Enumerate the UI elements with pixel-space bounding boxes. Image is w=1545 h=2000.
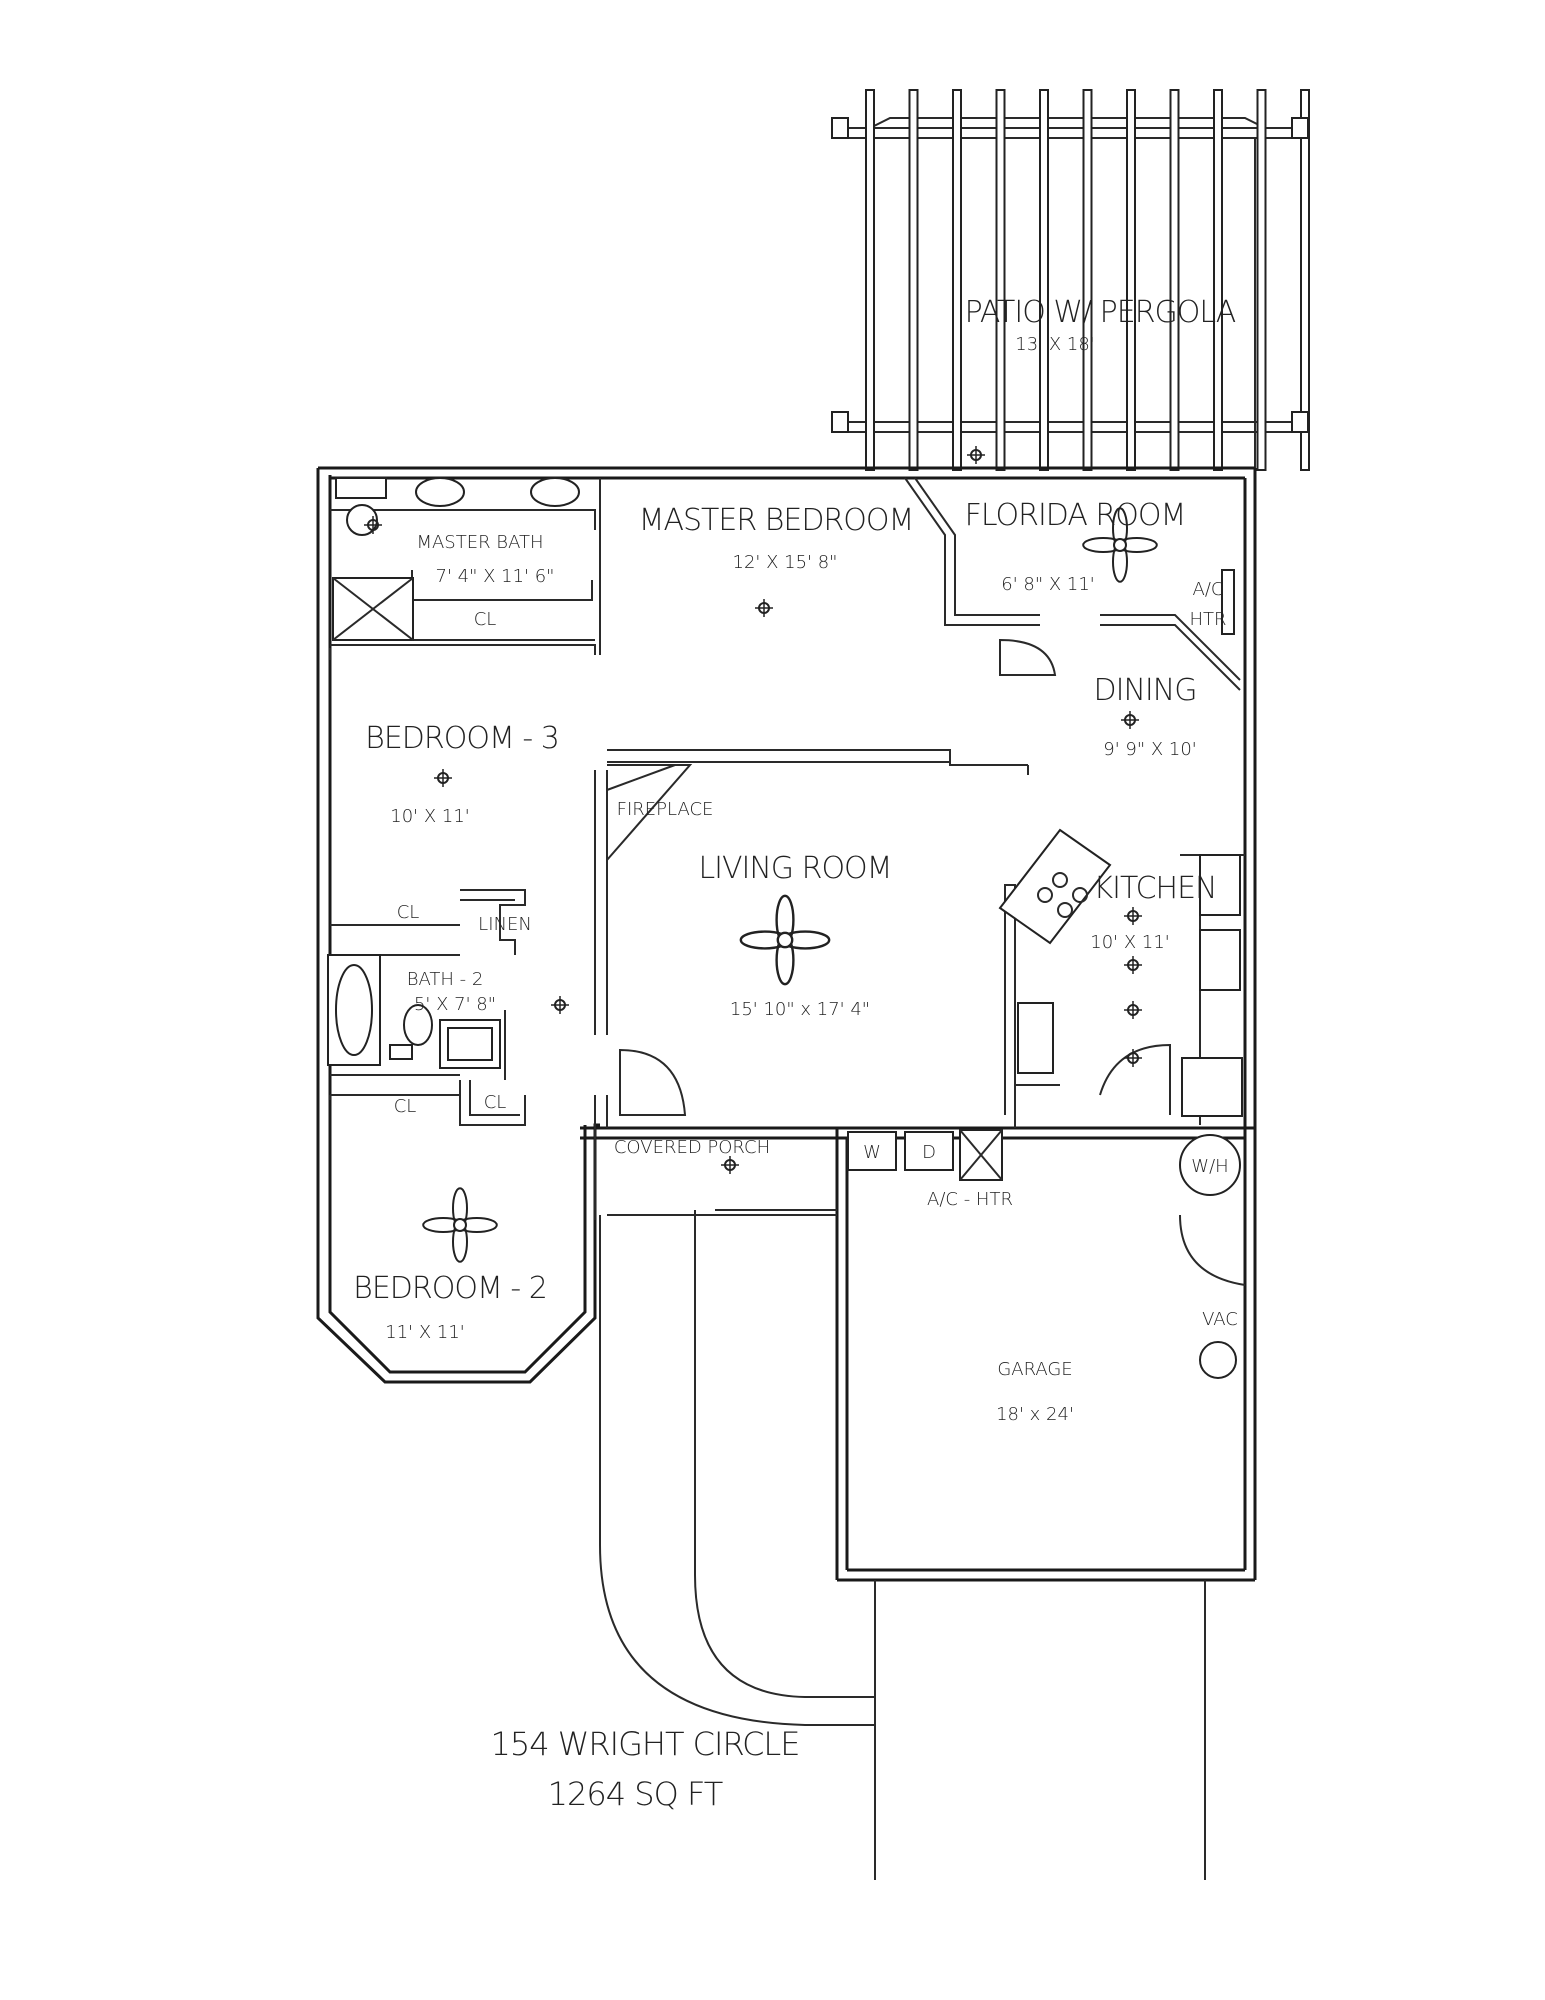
ceiling-light-icon <box>551 996 569 1014</box>
range-island <box>998 828 1112 945</box>
fireplace-label: FIREPLACE <box>617 799 714 820</box>
driveway <box>599 1210 1206 1880</box>
toilet-tank <box>335 477 387 499</box>
ceiling-light-icon <box>1124 956 1142 974</box>
pergola-rafter <box>1039 89 1049 471</box>
pergola-post <box>831 411 849 433</box>
closet-label-mb: CL <box>474 609 497 630</box>
pergola-rafter <box>1169 89 1180 471</box>
square-footage: 1264 SQ FT <box>548 1775 723 1813</box>
vac-label: VAC <box>1202 1309 1238 1330</box>
ceiling-light-icon <box>755 599 773 617</box>
patio-size: 13' X 18' <box>1015 334 1094 355</box>
address-line: 154 WRIGHT CIRCLE <box>491 1725 800 1763</box>
dishwasher <box>1181 1057 1243 1117</box>
closet-label-b3: CL <box>397 902 420 923</box>
master-bedroom-label: MASTER BEDROOM <box>639 503 914 538</box>
sink-2 <box>530 477 580 507</box>
linen-label: LINEN <box>478 914 532 935</box>
ceiling-lights <box>364 446 1142 1174</box>
door-arc <box>619 1048 687 1116</box>
bath2-toilet <box>403 1004 433 1046</box>
pergola-rafter <box>865 89 875 471</box>
ceiling-light-icon <box>967 446 985 464</box>
ceiling-light-icon <box>364 516 382 534</box>
garage-size: 18' x 24' <box>996 1404 1074 1425</box>
kitchen-size: 10' X 11' <box>1090 932 1169 953</box>
interior-walls <box>329 477 1245 1220</box>
washer-label: W <box>863 1142 881 1163</box>
florida-room-label: FLORIDA ROOM <box>965 498 1186 533</box>
closet-label-b2: CL <box>394 1096 417 1117</box>
ceiling-light-icon <box>721 1156 739 1174</box>
counter <box>1199 854 1241 916</box>
pergola-rafter <box>995 89 1006 471</box>
water-heater-label: W/H <box>1191 1156 1228 1177</box>
pergola-rafter <box>1256 89 1267 471</box>
ceiling-fan-icon <box>739 894 831 986</box>
sink-kitchen <box>1199 929 1241 991</box>
pergola-rafter <box>1300 89 1310 471</box>
kitchen-label: KITCHEN <box>1094 871 1217 906</box>
living-room-size: 15' 10" x 17' 4" <box>730 999 870 1020</box>
water-heater <box>1179 1134 1241 1196</box>
ac-heater-label: A/C - HTR <box>927 1189 1013 1210</box>
dining-label: DINING <box>1094 673 1197 708</box>
bedroom2-size: 11' X 11' <box>385 1322 464 1343</box>
pergola-rafter <box>952 89 962 471</box>
pergola-rafter <box>1126 89 1136 471</box>
florida-room-size: 6' 8" X 11' <box>1001 574 1094 595</box>
pergola-rafter <box>1082 89 1093 471</box>
htr-small-label: HTR <box>1189 609 1226 630</box>
master-bath-label: MASTER BATH <box>416 532 543 553</box>
fixtures <box>327 477 1246 1379</box>
dryer-box <box>904 1131 954 1171</box>
pergola-post <box>1291 411 1309 433</box>
patio-label: PATIO W/ PERGOLA <box>965 295 1236 330</box>
ceiling-fans <box>422 507 1158 1263</box>
pergola-post <box>1291 117 1309 139</box>
ceiling-light-icon <box>1124 1001 1142 1019</box>
sink-1 <box>415 477 465 507</box>
ceiling-light-icon <box>1124 1049 1142 1067</box>
dining-size: 9' 9" X 10' <box>1103 739 1196 760</box>
fridge <box>1017 1002 1054 1074</box>
bath2-label: BATH - 2 <box>407 969 484 990</box>
bedroom3-label: BEDROOM - 3 <box>365 721 559 756</box>
ceiling-fan-icon <box>422 1187 498 1263</box>
ceiling-light-icon <box>1121 711 1139 729</box>
dryer-label: D <box>922 1142 936 1163</box>
garage-label: GARAGE <box>997 1359 1072 1380</box>
vac-outlet <box>1199 1341 1237 1379</box>
living-room-label: LIVING ROOM <box>698 851 891 886</box>
washer-box <box>847 1131 897 1171</box>
bedroom2-label: BEDROOM - 2 <box>353 1271 547 1306</box>
master-bedroom-size: 12' X 15' 8" <box>733 552 838 573</box>
master-bath-size: 7' 4" X 11' 6" <box>436 566 555 587</box>
ac-small-label: A/C <box>1193 579 1224 600</box>
covered-porch-label: COVERED PORCH <box>614 1137 770 1158</box>
bedroom3-size: 10' X 11' <box>390 806 469 827</box>
ceiling-light-icon <box>434 769 452 787</box>
bath2-size: 5' X 7' 8" <box>414 994 496 1015</box>
pergola <box>831 89 1310 471</box>
pergola-post <box>831 117 849 139</box>
ceiling-light-icon <box>1124 907 1142 925</box>
pergola-rafter <box>1213 89 1223 471</box>
pergola-rafter <box>908 89 919 471</box>
ceiling-fan-icon <box>1082 507 1158 583</box>
closet-label-b2b: CL <box>484 1092 507 1113</box>
